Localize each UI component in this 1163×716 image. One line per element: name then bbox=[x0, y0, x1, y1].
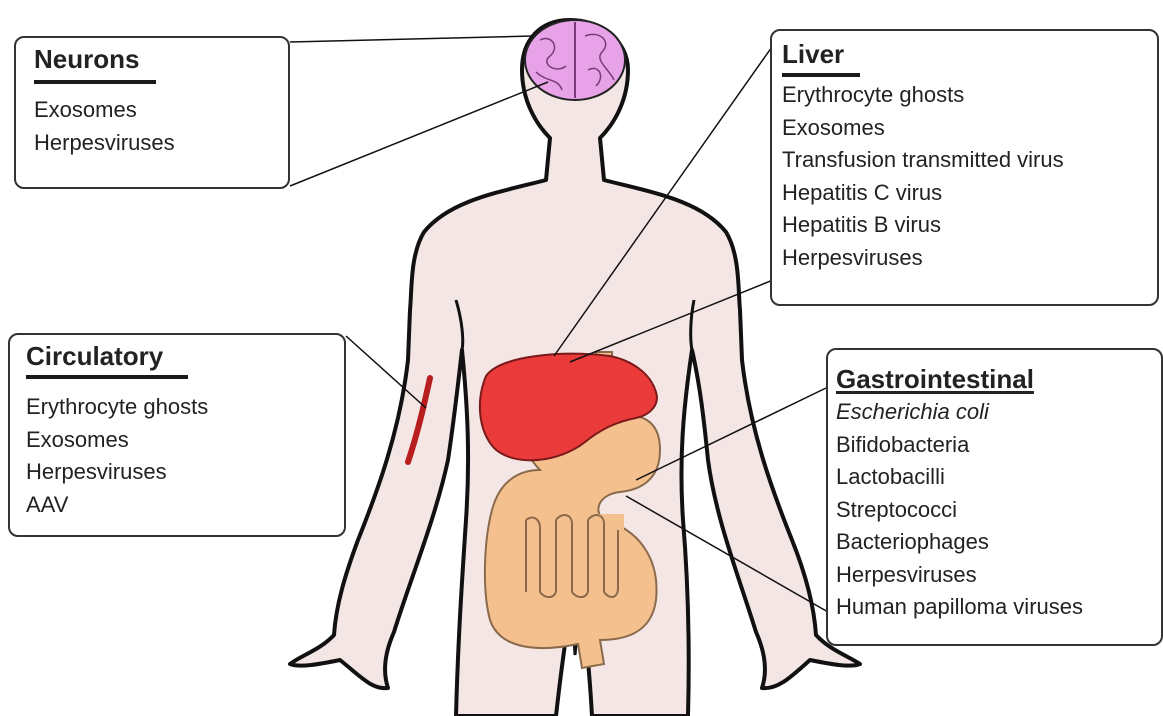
list-item: Exosomes bbox=[782, 112, 1157, 145]
list-item: Erythrocyte ghosts bbox=[782, 79, 1157, 112]
list-item: Transfusion transmitted virus bbox=[782, 144, 1157, 177]
list-item: Escherichia coli bbox=[836, 396, 1161, 429]
list-item: Lactobacilli bbox=[836, 461, 1161, 494]
list-item: Herpesviruses bbox=[34, 127, 288, 160]
neurons-list: Exosomes Herpesviruses bbox=[34, 94, 288, 159]
neurons-box: Neurons Exosomes Herpesviruses bbox=[14, 36, 290, 189]
circulatory-title-rule bbox=[26, 375, 188, 379]
list-item: AAV bbox=[26, 489, 344, 522]
liver-title: Liver bbox=[782, 39, 844, 69]
gastrointestinal-list: Escherichia coli Bifidobacteria Lactobac… bbox=[836, 396, 1161, 624]
circulatory-list: Erythrocyte ghosts Exosomes Herpesviruse… bbox=[26, 391, 344, 521]
list-item: Streptococci bbox=[836, 494, 1161, 527]
list-item: Hepatitis C virus bbox=[782, 177, 1157, 210]
list-item: Bifidobacteria bbox=[836, 429, 1161, 462]
list-item: Human papilloma viruses bbox=[836, 591, 1161, 624]
brain-icon bbox=[525, 20, 625, 100]
gastrointestinal-title: Gastrointestinal bbox=[836, 364, 1034, 394]
circulatory-box: Circulatory Erythrocyte ghosts Exosomes … bbox=[8, 333, 346, 537]
neurons-title: Neurons bbox=[34, 44, 139, 74]
list-item: Exosomes bbox=[26, 424, 344, 457]
liver-list: Erythrocyte ghosts Exosomes Transfusion … bbox=[782, 79, 1157, 274]
list-item: Herpesviruses bbox=[26, 456, 344, 489]
list-item: Exosomes bbox=[34, 94, 288, 127]
list-item: Hepatitis B virus bbox=[782, 209, 1157, 242]
list-item: Herpesviruses bbox=[782, 242, 1157, 275]
list-item: Erythrocyte ghosts bbox=[26, 391, 344, 424]
liver-box: Liver Erythrocyte ghosts Exosomes Transf… bbox=[770, 29, 1159, 306]
circulatory-title: Circulatory bbox=[26, 341, 163, 371]
list-item: Herpesviruses bbox=[836, 559, 1161, 592]
list-item: Bacteriophages bbox=[836, 526, 1161, 559]
neurons-title-rule bbox=[34, 80, 156, 84]
liver-title-rule bbox=[782, 73, 860, 77]
gastrointestinal-box: Gastrointestinal Escherichia coli Bifido… bbox=[826, 348, 1163, 646]
